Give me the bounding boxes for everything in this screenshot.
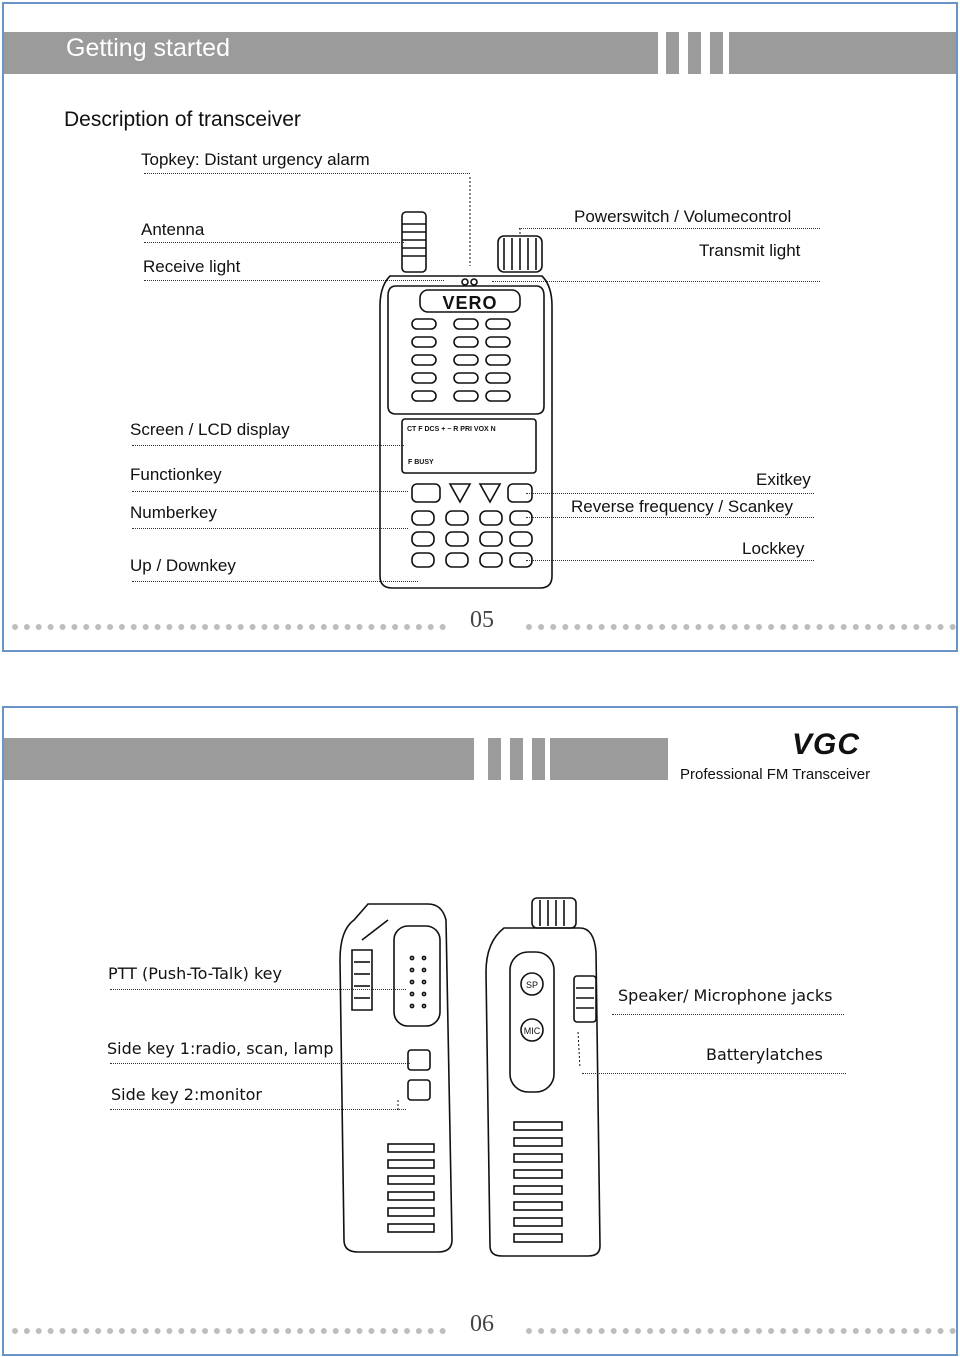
leader-line (144, 173, 470, 174)
leader-line (132, 491, 408, 492)
leader-line (110, 989, 406, 990)
page-number: 06 (470, 1311, 494, 1337)
header-bar (4, 32, 658, 74)
label-side-key-2: Side key 2:monitor (111, 1085, 262, 1104)
brand-logo: VGC (792, 728, 861, 761)
label-numberkey: Numberkey (130, 503, 217, 522)
footer-dots-left (12, 624, 446, 636)
label-exitkey: Exitkey (756, 470, 811, 489)
label-lockkey: Lockkey (742, 539, 805, 558)
label-powerswitch: Powerswitch / Volumecontrol (574, 207, 792, 226)
header-stripe (666, 32, 679, 74)
leader-line (526, 560, 814, 561)
leader-line (110, 1109, 406, 1110)
header-bar-right (550, 738, 668, 780)
header-stripe (710, 32, 723, 74)
leader-line (526, 517, 814, 518)
radio-front-illustration (379, 176, 553, 589)
footer-dots-right (526, 624, 956, 636)
section-title: Description of transceiver (64, 108, 301, 131)
label-receive-light: Receive light (143, 257, 241, 276)
leader-line (132, 581, 418, 582)
leader-line (519, 228, 820, 229)
radio-side-right-illustration (485, 897, 601, 1257)
mic-jack-label: MIC (523, 1026, 541, 1036)
leader-line (132, 445, 404, 446)
label-screen: Screen / LCD display (130, 420, 290, 439)
label-transmit-light: Transmit light (699, 241, 801, 260)
label-topkey: Topkey: Distant urgency alarm (141, 150, 370, 169)
label-side-key-1: Side key 1:radio, scan, lamp (107, 1039, 334, 1058)
brand-subtitle: Professional FM Transceiver (680, 766, 871, 783)
header-stripe (510, 738, 523, 780)
lcd-indicators-top: CT F DCS + − R PRI VOX N (407, 426, 496, 433)
label-battery: Batterylatches (706, 1045, 823, 1064)
header-bar (4, 738, 474, 780)
footer-dots-left (12, 1328, 446, 1340)
label-reverse: Reverse frequency / Scankey (571, 497, 794, 516)
header-stripe (488, 738, 501, 780)
header-stripe (688, 32, 701, 74)
label-functionkey: Functionkey (130, 465, 222, 484)
radio-brand-text: VERO (442, 293, 498, 313)
label-speaker-mic: Speaker/ Microphone jacks (618, 986, 833, 1005)
radio-side-left-illustration (339, 903, 453, 1253)
label-updown: Up / Downkey (130, 556, 236, 575)
speaker-jack-label: SP (525, 980, 538, 990)
leader-line (492, 281, 820, 282)
leader-line (132, 528, 408, 529)
label-ptt: PTT (Push-To-Talk) key (108, 964, 282, 983)
leader-line (612, 1014, 844, 1015)
page-05: Getting started Description of transceiv… (2, 2, 958, 652)
page-number: 05 (470, 607, 494, 633)
leader-line (144, 280, 444, 281)
footer-dots-right (526, 1328, 956, 1340)
header-bar-right (729, 32, 956, 74)
leader-line (144, 242, 404, 243)
page-06: VGC Professional FM Transceiver PTT (Pus… (2, 706, 958, 1356)
leader-line (110, 1063, 410, 1064)
leader-line (526, 493, 814, 494)
leader-line (582, 1073, 846, 1074)
header-title: Getting started (66, 34, 230, 62)
label-antenna: Antenna (141, 220, 205, 239)
header-stripe (532, 738, 545, 780)
lcd-indicators-bottom: F BUSY (408, 459, 434, 466)
